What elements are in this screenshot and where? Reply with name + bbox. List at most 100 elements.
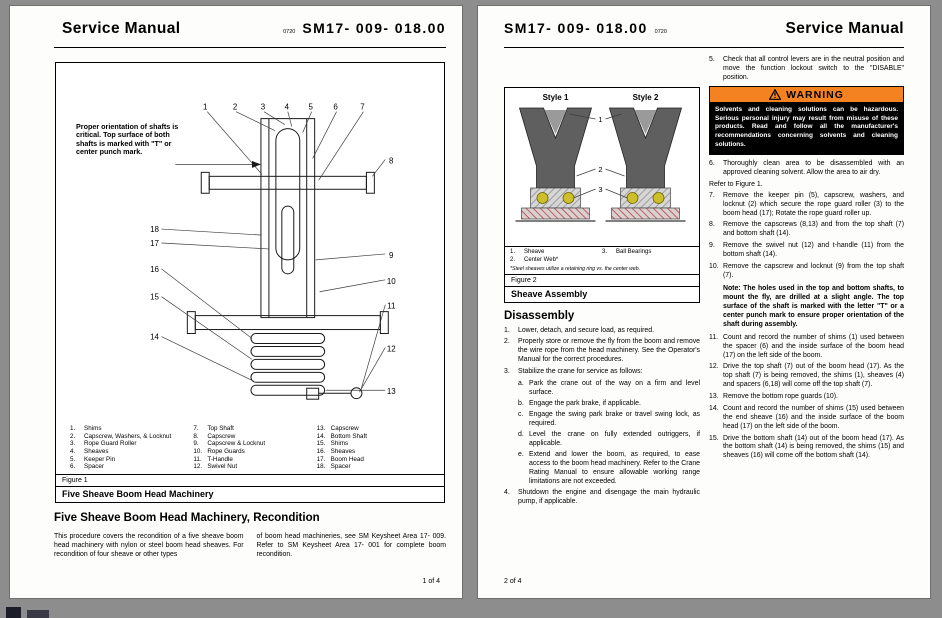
figure2-footnote: *Steel sheaves utilize a retaining ring … bbox=[510, 265, 641, 272]
part-number: 13. bbox=[316, 424, 326, 432]
part-number: 5. bbox=[70, 455, 76, 463]
page2-revision: 0720 bbox=[654, 29, 667, 35]
part-number: 11. bbox=[193, 455, 202, 463]
step-number: 12. bbox=[709, 363, 719, 371]
part-item: 18. Spacer bbox=[317, 463, 434, 471]
note-arrowhead bbox=[251, 160, 261, 168]
callout-number: 6 bbox=[333, 103, 338, 112]
callout-number: 3 bbox=[261, 103, 266, 112]
part-number: 7. bbox=[193, 424, 199, 432]
part-number: 16. bbox=[316, 447, 326, 455]
part-label: Boom Head bbox=[330, 455, 364, 463]
substep-text: Extend and lower the boom, as required, … bbox=[529, 451, 700, 486]
part-item: 3.Rope Guard Roller bbox=[70, 440, 187, 448]
callout-number: 7 bbox=[360, 103, 365, 112]
procedure-step: 8.Remove the capscrews (8,13) and from t… bbox=[709, 221, 904, 239]
step-text: Drive the bottom shaft (14) out of the b… bbox=[723, 434, 904, 460]
procedure-substep: d.Level the crane on fully extended outr… bbox=[518, 431, 700, 449]
legend-number: 3. bbox=[602, 249, 608, 255]
substep-letter: b. bbox=[518, 399, 524, 407]
callout-number: 2 bbox=[233, 103, 238, 112]
part-number: 4. bbox=[70, 447, 76, 455]
boom-head-machinery-diagram: 1 2 3 4 5 6 7 8 9 10 11 12 13 18 17 16 1 bbox=[150, 103, 396, 400]
page2-title: Service Manual bbox=[785, 20, 904, 37]
warning-title: WARNING bbox=[786, 88, 844, 101]
part-number: 8. bbox=[193, 432, 199, 440]
step-number: 11. bbox=[709, 333, 719, 341]
step-number: 6. bbox=[709, 159, 715, 167]
page1-header-rule bbox=[54, 47, 446, 48]
step-number: 13. bbox=[709, 393, 719, 401]
note-paragraph: Note: The holes used in the top and bott… bbox=[723, 284, 904, 328]
page2-header-rule bbox=[504, 47, 904, 48]
part-item: 7.Top Shaft bbox=[193, 425, 310, 433]
callout-number: 3 bbox=[598, 185, 602, 194]
procedure-step: 15.Drive the bottom shaft (14) out of th… bbox=[709, 435, 904, 462]
part-label: Keeper Pin bbox=[84, 455, 116, 463]
figure1-orientation-note: Proper orientation of shafts is critical… bbox=[76, 122, 179, 157]
figure1-box: 1 2 3 4 5 6 7 8 9 10 11 12 13 18 17 16 1 bbox=[55, 62, 445, 503]
procedure-step: 11.Count and record the number of shims … bbox=[709, 334, 904, 361]
legend-label: Sheave bbox=[524, 249, 545, 255]
sheave-assembly-diagram: Style 1 Style 2 1 2 3 bbox=[515, 93, 686, 222]
step-number: 7. bbox=[709, 191, 715, 199]
page1-header: Service Manual 0720 SM17- 009- 018.00 bbox=[62, 20, 446, 38]
step-text: Remove the bottom rope guards (10). bbox=[723, 393, 838, 401]
part-item: 8.Capscrew bbox=[193, 433, 310, 441]
warning-body: Solvents and cleaning solutions can be h… bbox=[710, 102, 903, 154]
warning-triangle-icon bbox=[769, 89, 782, 101]
procedure-substep: a.Park the crane out of the way on a fir… bbox=[518, 380, 700, 398]
disassembly-heading: Disassembly bbox=[504, 309, 575, 322]
legend-label: Ball Bearings bbox=[616, 249, 652, 255]
substep-letter: e. bbox=[518, 451, 524, 459]
part-label: Shims bbox=[330, 440, 349, 448]
callout-number: 15 bbox=[150, 293, 159, 302]
procedure-substep: c.Engage the swing park brake or travel … bbox=[518, 411, 700, 429]
step-number: 1. bbox=[504, 326, 510, 334]
figure1-parts-list: 1.Shims 2.Capscrew, Washers, & Locknut 3… bbox=[56, 423, 444, 474]
style2-label: Style 2 bbox=[633, 93, 659, 102]
substep-letter: c. bbox=[518, 411, 524, 419]
part-label: Spacer bbox=[330, 463, 351, 471]
part-number: 6. bbox=[70, 463, 76, 471]
procedure-step: 5. Check that all control levers are in t… bbox=[709, 56, 904, 83]
legend-label: Center Web* bbox=[524, 256, 559, 263]
part-item: 12.Swivel Nut bbox=[193, 463, 310, 471]
part-label: Swivel Nut bbox=[207, 463, 238, 471]
figure2-legend: 1.Sheave 2.Center Web* 3.Ball Bearings bbox=[505, 246, 699, 266]
callout-number: 18 bbox=[150, 225, 159, 234]
page2-doc-number: SM17- 009- 018.00 bbox=[504, 20, 648, 36]
procedure-substep: e. Extend and lower the boom, as required… bbox=[518, 451, 700, 487]
procedure-substep: b.Engage the park brake, if applicable. bbox=[518, 400, 700, 409]
taskbar-icon[interactable] bbox=[6, 607, 21, 618]
part-item: 4. Sheaves bbox=[70, 448, 187, 456]
figure2-label: Figure 2 bbox=[505, 273, 699, 286]
part-label: Rope Guards bbox=[207, 447, 245, 455]
step-text: Check that all control levers are in the… bbox=[723, 56, 904, 81]
step-text: Remove the swivel nut (12) and t-handle … bbox=[723, 242, 904, 259]
callout-number: 17 bbox=[150, 239, 159, 248]
part-label: Spacer bbox=[84, 463, 104, 471]
part-item: 13.Capscrew bbox=[317, 425, 434, 433]
part-item: 11. T-Handle bbox=[193, 456, 310, 464]
page2-columns: Style 1 Style 2 1 2 3 1.Sheave 2.Center … bbox=[504, 56, 904, 510]
substep-text: Level the crane on fully extended outrig… bbox=[529, 431, 700, 448]
legend-item: 1. Sheave bbox=[510, 249, 602, 257]
substep-letter: a. bbox=[518, 379, 524, 387]
part-item: 17.Boom Head bbox=[317, 456, 434, 464]
step-number: 10. bbox=[709, 262, 719, 270]
taskbar-icon[interactable] bbox=[27, 610, 49, 618]
page1-revision: 0720 bbox=[283, 29, 296, 35]
part-label: Sheaves bbox=[84, 447, 109, 455]
legend-number: 1. bbox=[510, 249, 516, 255]
page2-page-number: 2 of 4 bbox=[504, 578, 522, 585]
callout-number: 10 bbox=[387, 277, 396, 286]
callout-number: 1 bbox=[598, 115, 602, 124]
part-label: Shims bbox=[84, 424, 102, 432]
part-label: T-Handle bbox=[207, 455, 233, 463]
part-number: 18. bbox=[316, 463, 326, 471]
figure2-box: Style 1 Style 2 1 2 3 1.Sheave 2.Center … bbox=[504, 87, 700, 303]
step-number: 5. bbox=[709, 56, 715, 63]
procedure-step: 9.Remove the swivel nut (12) and t-handl… bbox=[709, 242, 904, 260]
intro-column-1: This procedure covers the recondition of… bbox=[54, 533, 244, 559]
